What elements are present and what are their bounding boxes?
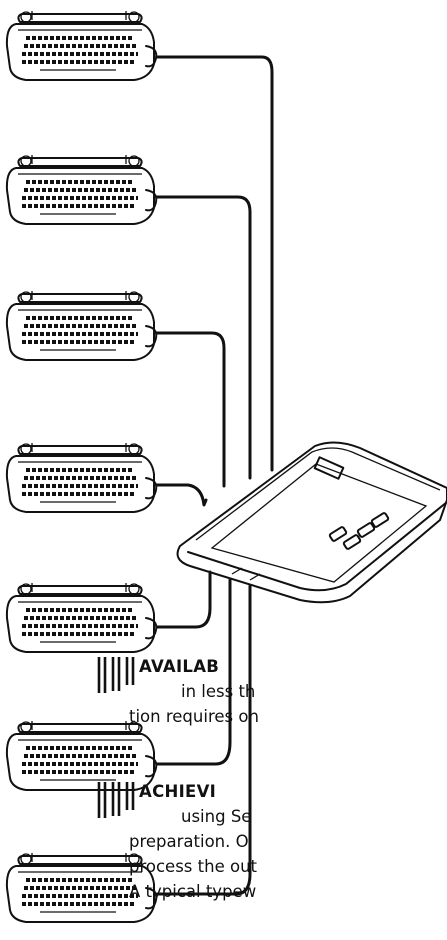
typewriter-1 bbox=[7, 11, 156, 80]
cable-3 bbox=[157, 333, 224, 486]
paragraph-availability: AVAILAB in less th tion requires on bbox=[0, 654, 447, 729]
paragraph-line: using Se bbox=[0, 804, 447, 829]
typewriter-5 bbox=[7, 583, 156, 652]
central-unit bbox=[178, 442, 447, 602]
cable-2 bbox=[157, 197, 250, 478]
cable-4 bbox=[157, 485, 206, 505]
typewriter-3 bbox=[7, 291, 156, 360]
paragraph-heading: ACHIEVI bbox=[139, 782, 216, 801]
cable-5 bbox=[157, 572, 210, 627]
paragraph-line: A typical typew bbox=[0, 879, 447, 904]
paragraph-heading: AVAILAB bbox=[139, 657, 219, 676]
cable-1 bbox=[157, 57, 272, 470]
typewriter-2 bbox=[7, 155, 156, 224]
paragraph-line: process the out bbox=[0, 854, 447, 879]
paragraph-line: in less th bbox=[0, 679, 447, 704]
paragraph-line: tion requires on bbox=[0, 704, 447, 729]
paragraph-achievement: ACHIEVI using Se preparation. O process … bbox=[0, 779, 447, 904]
paragraph-line: preparation. O bbox=[0, 829, 447, 854]
typewriter-4 bbox=[7, 443, 156, 512]
